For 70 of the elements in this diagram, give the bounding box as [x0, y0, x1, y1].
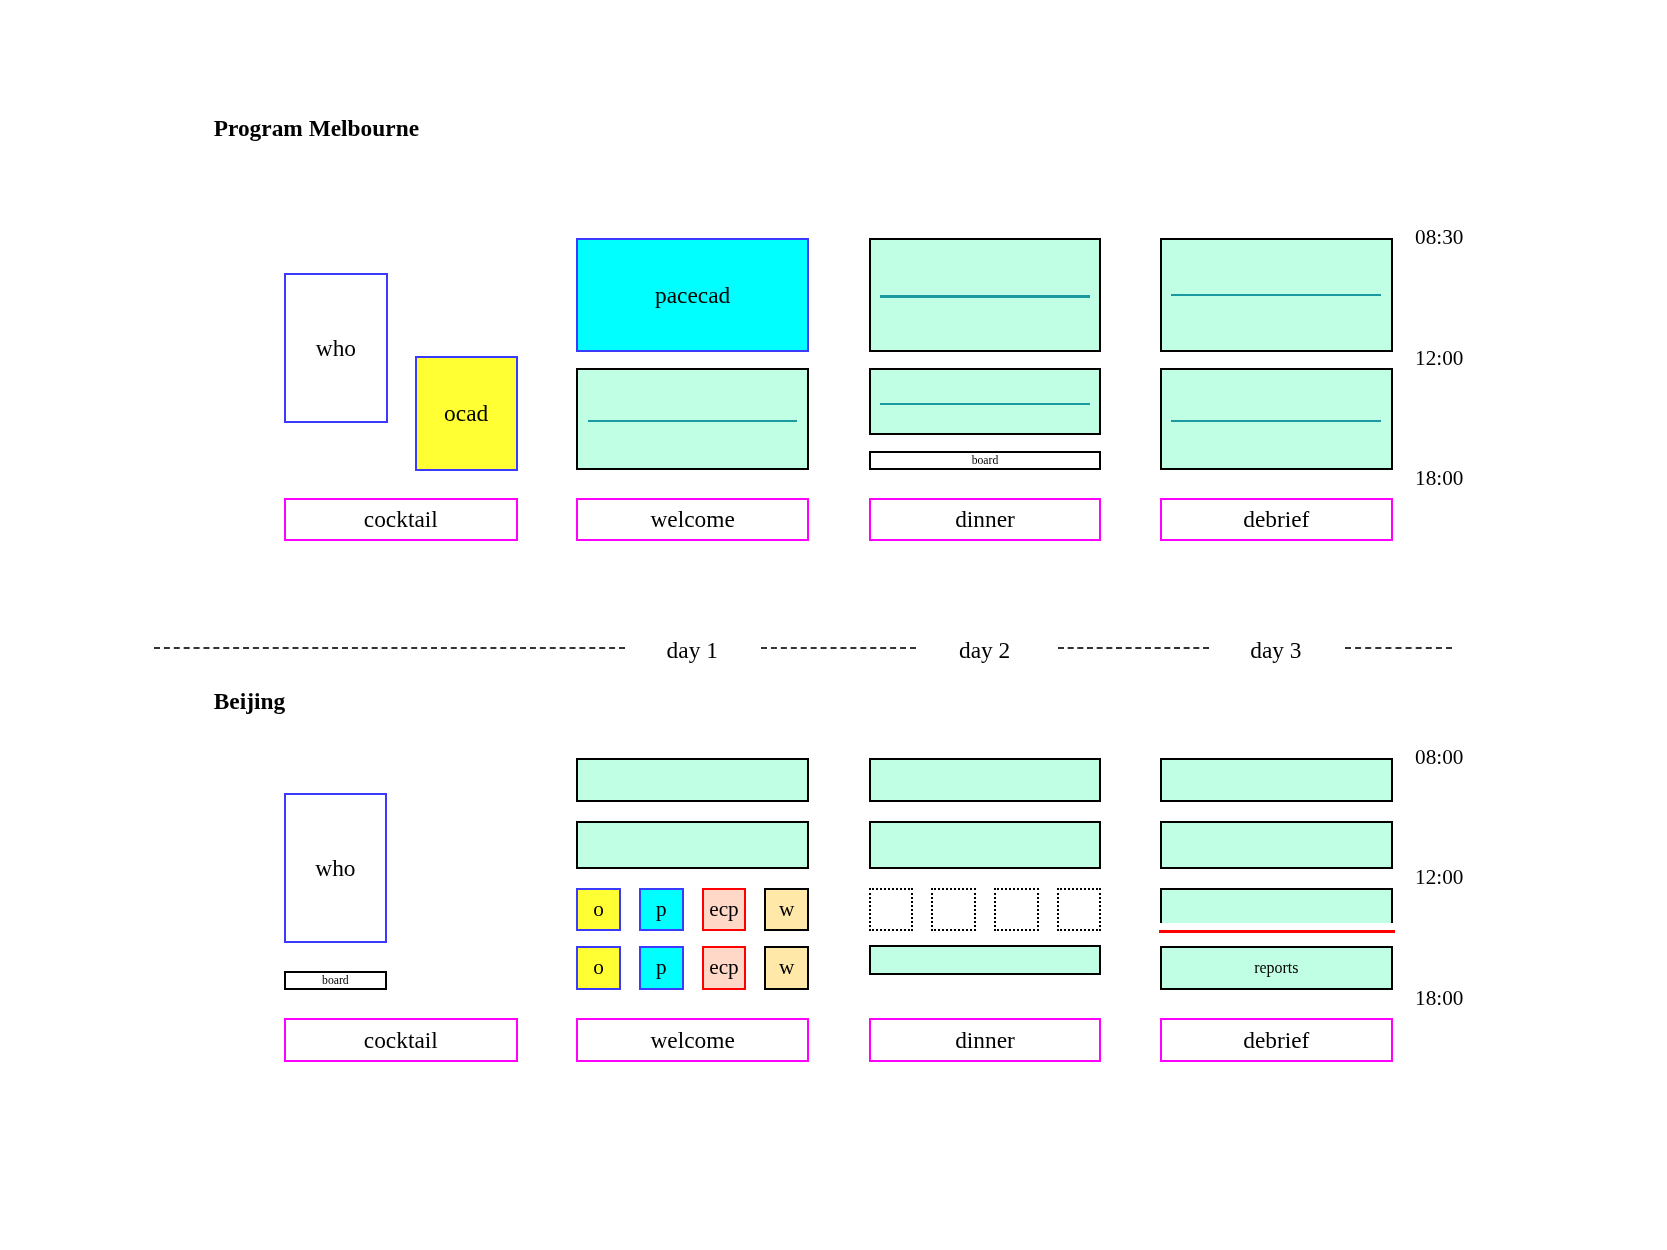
session-name: board: [971, 453, 999, 467]
session-name: dinner: [955, 1026, 1015, 1054]
session-box: [1159, 946, 1393, 990]
session-name: debrief: [1243, 1026, 1310, 1054]
time-label: 12:00: [1415, 865, 1464, 891]
session-name: o: [593, 955, 604, 981]
session-box: [1159, 367, 1393, 470]
session-name: ecp: [709, 897, 739, 922]
session-name: who: [315, 854, 356, 882]
session-name: ocad: [444, 400, 489, 428]
evening-box: [868, 497, 1102, 542]
session-name: who: [315, 334, 357, 362]
session-name: debrief: [1243, 505, 1310, 533]
session-box: [701, 946, 747, 990]
day-label: day 1: [666, 635, 718, 664]
session-name: o: [593, 897, 604, 922]
evening-box: [576, 497, 810, 542]
session-name: p: [655, 955, 667, 981]
session-name: p: [655, 897, 667, 922]
evening-box: [1159, 497, 1393, 542]
session-box: [283, 793, 387, 943]
session-box: [576, 367, 810, 470]
session-name: welcome: [650, 505, 735, 533]
session-box: [764, 946, 810, 990]
evening-box: [283, 1018, 518, 1063]
session-box: [868, 945, 1102, 975]
evening-box: [576, 1018, 810, 1063]
session-box: [1159, 887, 1393, 923]
session-box: [1159, 758, 1393, 802]
session-box: [868, 367, 1102, 435]
session-box: [283, 273, 389, 424]
section-heading: Program Melbourne: [213, 113, 420, 142]
session-box: [638, 946, 684, 990]
session-name: board: [322, 973, 349, 987]
session-name: ecp: [709, 955, 739, 981]
time-label: 08:30: [1415, 225, 1464, 251]
session-box: [868, 450, 1102, 470]
evening-box: [868, 1018, 1102, 1063]
time-label: 18:00: [1415, 985, 1464, 1012]
session-box: [1159, 820, 1393, 869]
day-label: day 2: [958, 635, 1011, 664]
session-box: [414, 356, 518, 471]
session-box: [868, 758, 1102, 802]
session-box: [868, 238, 1102, 352]
time-label: 12:00: [1415, 345, 1464, 372]
session-box: [576, 820, 810, 869]
time-label: 08:00: [1415, 745, 1464, 771]
session-name: dinner: [955, 505, 1015, 533]
session-box: [576, 238, 810, 352]
session-name: reports: [1254, 958, 1299, 977]
time-label: 18:00: [1415, 465, 1464, 492]
session-box: [701, 887, 747, 932]
session-box: [764, 887, 810, 932]
session-box: [576, 887, 621, 932]
evening-box: [283, 497, 518, 542]
evening-box: [1159, 1018, 1393, 1063]
session-box: [638, 887, 684, 932]
session-box: [283, 970, 387, 990]
session-name: welcome: [650, 1026, 735, 1054]
session-box: [1159, 238, 1393, 352]
session-box: [576, 758, 810, 802]
session-box: [868, 820, 1102, 869]
session-name: cocktail: [363, 1026, 438, 1054]
session-name: w: [779, 897, 795, 922]
session-box: [576, 946, 621, 990]
session-name: w: [779, 955, 795, 981]
day-label: day 3: [1250, 635, 1302, 664]
session-name: pacecad: [655, 281, 731, 309]
session-name: cocktail: [363, 505, 438, 533]
section-heading: Beijing: [213, 686, 286, 715]
